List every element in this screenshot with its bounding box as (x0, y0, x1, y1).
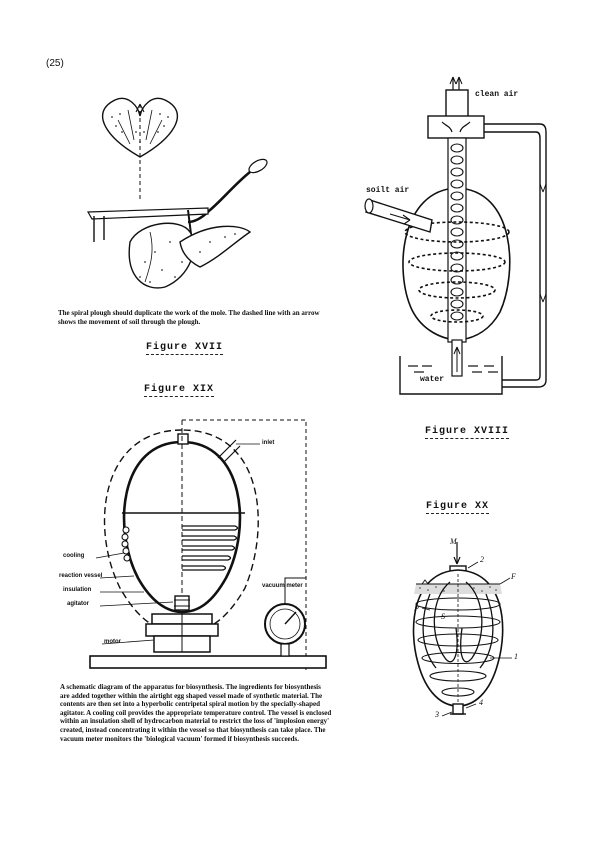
vacuum-meter-label: vacuum meter (262, 583, 303, 589)
water-label: water (420, 375, 445, 384)
figure-xvii-caption: The spiral plough should duplicate the w… (58, 309, 320, 326)
spiral-plough-illustration (86, 97, 268, 289)
inlet-label: inlet (262, 440, 275, 446)
insulation-label: insulation (63, 587, 92, 593)
reaction-vessel-label: reaction vessel (59, 573, 103, 579)
figure-xviii-title: Figure XVIII (425, 426, 510, 439)
label-3: 3 (435, 710, 439, 719)
label-m: M (450, 537, 457, 546)
label-f: F (511, 572, 516, 581)
soil-air-label: soilt air (366, 186, 410, 195)
label-1: 1 (514, 652, 518, 661)
figure-xix-title: Figure XIX (144, 384, 215, 397)
label-p: P (414, 604, 419, 613)
egg-vessel-air-diagram (364, 76, 547, 395)
vortex-vessel-diagram (412, 542, 512, 717)
label-s: S (441, 612, 445, 621)
motor-label: motor (104, 639, 121, 645)
agitator-label: agitator (67, 601, 90, 607)
biosynthesis-apparatus-diagram (89, 419, 327, 670)
figure-xx-title: Figure XX (426, 501, 490, 514)
page-number: (25) (46, 58, 64, 69)
label-2: 2 (480, 555, 484, 564)
clean-air-label: clean air (475, 90, 519, 99)
label-4: 4 (479, 698, 483, 707)
figure-xix-caption: A schematic diagram of the apparatus for… (60, 683, 332, 743)
figure-xvii-title: Figure XVII (146, 342, 224, 355)
cooling-label: cooling (63, 553, 85, 559)
